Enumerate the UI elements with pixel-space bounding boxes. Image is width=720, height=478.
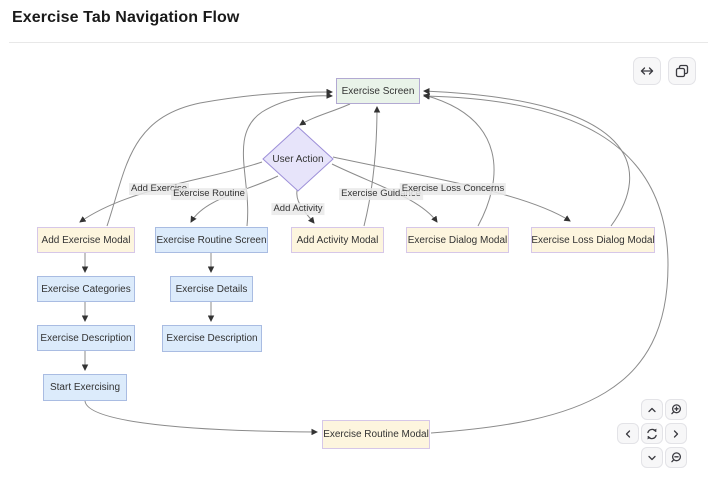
edge-label-exercise-guidance: Exercise Guidance <box>339 188 423 200</box>
edge-lossmodal-to-screen <box>423 87 631 227</box>
node-user-action-label: User Action <box>272 153 324 165</box>
node-exercise-routine-screen: Exercise Routine Screen <box>155 227 268 253</box>
node-exercise-details: Exercise Details <box>170 276 253 302</box>
edge-label-add-exercise: Add Exercise <box>129 183 189 195</box>
edge-routinemodal-to-screen <box>423 92 669 434</box>
chevron-left-icon <box>622 428 634 440</box>
pan-up-button[interactable] <box>641 399 663 420</box>
pan-left-button[interactable] <box>617 423 639 444</box>
node-exercise-description-right: Exercise Description <box>162 325 262 352</box>
chevron-up-icon <box>646 404 658 416</box>
zoom-out-icon <box>669 451 683 465</box>
chevron-right-icon <box>670 428 682 440</box>
edge-dialogmodal-to-screen <box>423 93 495 227</box>
edge-label-exercise-routine: Exercise Routine <box>171 188 247 200</box>
node-exercise-categories: Exercise Categories <box>37 276 135 302</box>
node-start-exercising: Start Exercising <box>43 374 127 401</box>
edge-addactivity-to-screen <box>363 106 381 227</box>
fit-width-icon <box>639 63 655 79</box>
edge-screen-to-useraction <box>299 103 351 126</box>
node-add-activity-modal: Add Activity Modal <box>291 227 384 253</box>
chevron-down-icon <box>646 452 658 464</box>
edge-label-exercise-loss-concerns: Exercise Loss Concerns <box>399 183 507 195</box>
user-action-diamond <box>262 126 334 192</box>
reset-view-icon <box>645 427 659 441</box>
pan-right-button[interactable] <box>665 423 687 444</box>
pan-down-button[interactable] <box>641 447 663 468</box>
copy-button[interactable] <box>668 57 696 85</box>
header-divider <box>9 42 708 43</box>
copy-icon <box>674 63 690 79</box>
edge-label-add-activity: Add Activity <box>271 203 325 215</box>
fit-width-button[interactable] <box>633 57 661 85</box>
node-exercise-dialog-modal: Exercise Dialog Modal <box>406 227 509 253</box>
page-title: Exercise Tab Navigation Flow <box>12 9 240 26</box>
node-exercise-loss-dialog-modal: Exercise Loss Dialog Modal <box>531 227 655 253</box>
zoom-in-button[interactable] <box>665 399 687 420</box>
edge-start-to-routinemodal <box>84 400 318 436</box>
edge-addexercise-to-screen <box>106 88 333 227</box>
node-exercise-screen: Exercise Screen <box>336 78 420 104</box>
reset-view-button[interactable] <box>641 423 663 444</box>
zoom-out-button[interactable] <box>665 447 687 468</box>
node-exercise-description-left: Exercise Description <box>37 325 135 351</box>
zoom-in-icon <box>669 403 683 417</box>
node-add-exercise-modal: Add Exercise Modal <box>37 227 135 253</box>
node-exercise-routine-modal: Exercise Routine Modal <box>322 420 430 449</box>
